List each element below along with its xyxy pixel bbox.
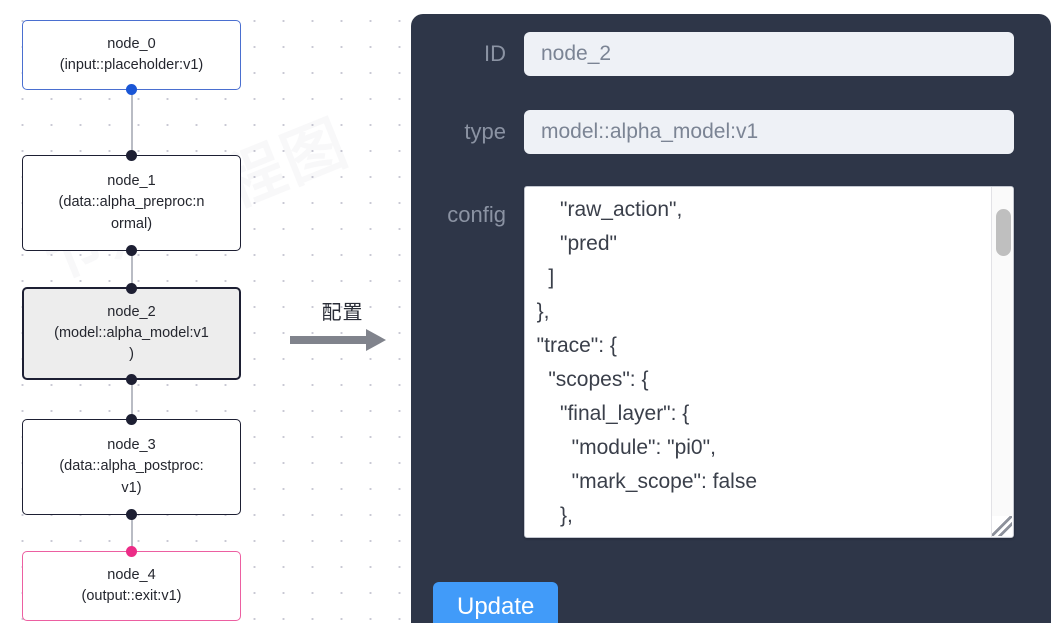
resize-grip-icon[interactable]: [992, 516, 1012, 536]
transition-arrow-group: 配置: [290, 296, 395, 351]
node-title: node_4: [107, 566, 156, 583]
config-label: config: [447, 202, 506, 227]
field-row-id: ID: [411, 32, 1014, 76]
type-input[interactable]: [524, 110, 1014, 154]
field-row-config: config "raw_action", "pred" ] }, "trace"…: [411, 186, 1014, 538]
field-row-type: type: [411, 110, 1014, 154]
handle-source-node_1[interactable]: [126, 245, 137, 256]
flow-node-node_2[interactable]: node_2 (model::alpha_model:v1 ): [22, 287, 241, 380]
id-label: ID: [484, 41, 506, 66]
node-subtitle-cont: ormal): [110, 215, 153, 232]
config-scrollbar-thumb[interactable]: [996, 209, 1011, 256]
id-input[interactable]: [524, 32, 1014, 76]
node-subtitle: (input::placeholder:v1): [59, 57, 204, 73]
handle-target-node_1[interactable]: [126, 150, 137, 161]
handle-target-node_2[interactable]: [126, 283, 137, 294]
node-title: node_2: [107, 303, 156, 320]
config-scrollbar[interactable]: [991, 187, 1013, 537]
edge-node3-node4: [131, 513, 133, 557]
flow-node-node_0[interactable]: node_0 (input::placeholder:v1): [22, 20, 241, 90]
flow-graph[interactable]: node_0 (input::placeholder:v1) node_1 (d…: [0, 0, 400, 643]
type-label: type: [464, 119, 506, 144]
edge-node1-node2: [131, 249, 133, 293]
node-subtitle: (model::alpha_model:v1: [54, 324, 209, 341]
node-subtitle: (output::exit:v1): [81, 588, 182, 604]
arrow-head: [366, 329, 386, 351]
node-subtitle-cont: ): [129, 346, 134, 362]
handle-target-node_3[interactable]: [126, 414, 137, 425]
node-subtitle: (data::alpha_postproc:: [59, 458, 204, 475]
config-textarea[interactable]: "raw_action", "pred" ] }, "trace": { "sc…: [524, 186, 1014, 538]
node-title: node_1: [107, 173, 156, 190]
config-textarea-wrapper[interactable]: "raw_action", "pred" ] }, "trace": { "sc…: [524, 186, 1014, 538]
flow-node-node_4[interactable]: node_4 (output::exit:v1): [22, 551, 241, 621]
handle-source-node_0[interactable]: [126, 84, 137, 95]
arrow-label: 配置: [321, 300, 364, 324]
node-subtitle: (data::alpha_preproc:n: [58, 194, 205, 211]
node-subtitle-cont: v1): [121, 479, 142, 496]
node-title: node_0: [107, 35, 156, 52]
edge-node2-node3: [131, 378, 133, 425]
handle-source-node_3[interactable]: [126, 509, 137, 520]
handle-source-node_2[interactable]: [126, 374, 137, 385]
node-title: node_3: [107, 437, 156, 454]
flow-node-node_1[interactable]: node_1 (data::alpha_preproc:n ormal): [22, 155, 241, 251]
update-button[interactable]: Update: [433, 582, 559, 623]
handle-target-node_4[interactable]: [126, 546, 137, 557]
edge-node0-node1: [131, 88, 133, 162]
flow-node-node_3[interactable]: node_3 (data::alpha_postproc: v1): [22, 419, 241, 515]
arrow-shaft: [290, 336, 368, 344]
node-inspector-panel: ID type config "raw_action", "pred" ] },…: [411, 14, 1051, 623]
arrow-icon: [290, 329, 395, 351]
config-textarea-text: "raw_action", "pred" ] }, "trace": { "sc…: [536, 198, 757, 527]
